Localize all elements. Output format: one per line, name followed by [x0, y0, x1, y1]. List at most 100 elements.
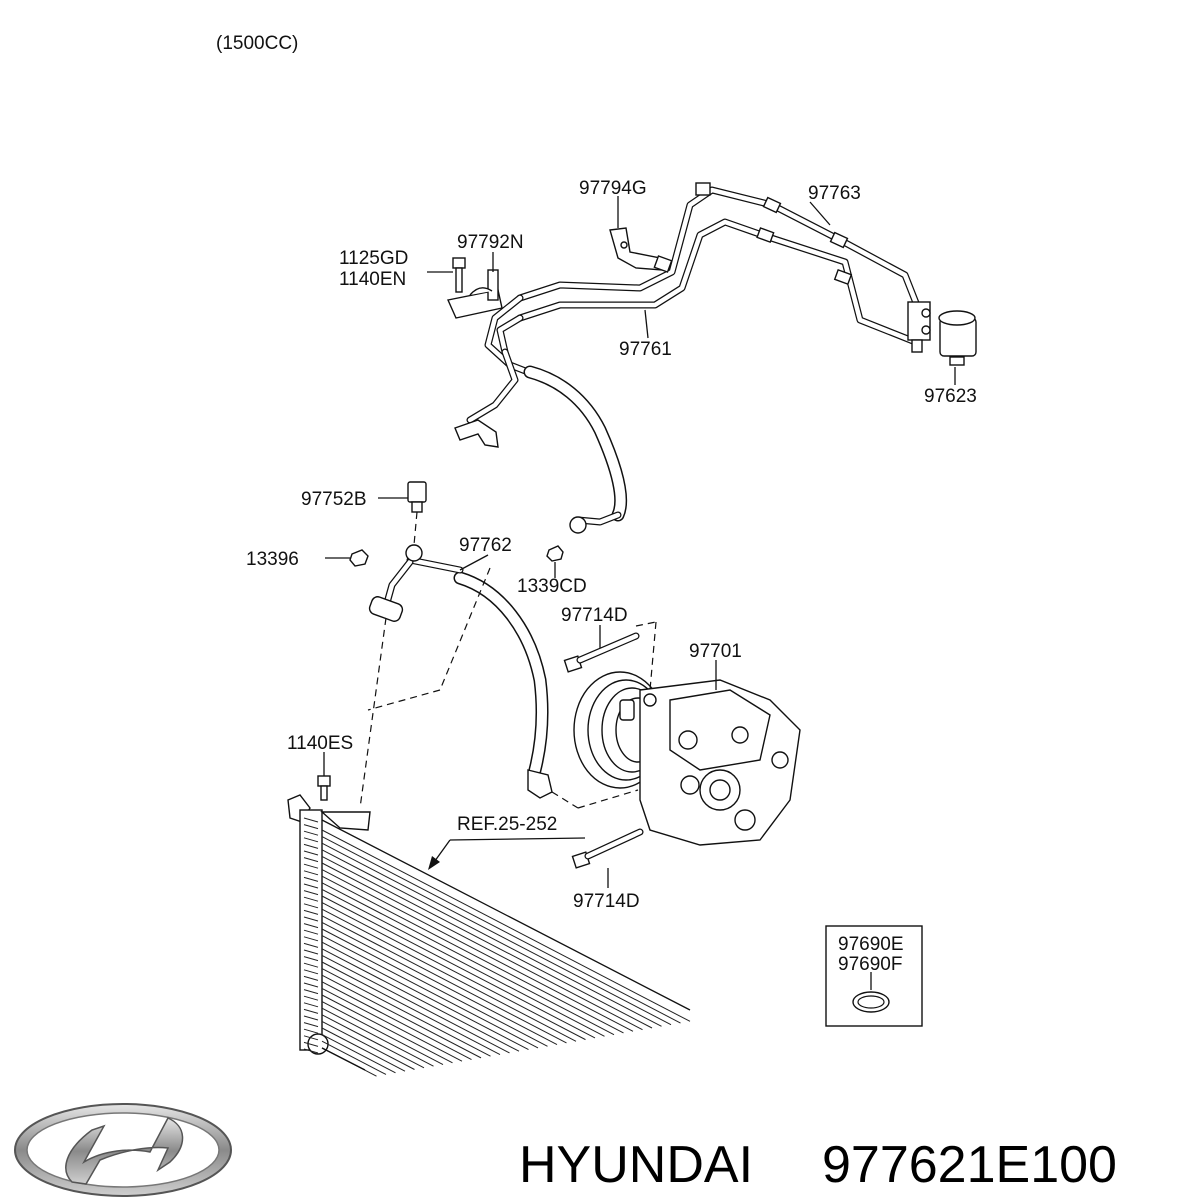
dash-liquid-line	[359, 617, 387, 809]
ref-arrow-icon	[428, 856, 440, 870]
condenser-tank-rib	[303, 936, 319, 942]
pressure-switch-97752B	[407, 481, 427, 513]
condenser-tank-rib	[303, 870, 319, 876]
dash-compressor-b	[577, 789, 639, 809]
condenser-tank-rib	[303, 1015, 319, 1021]
condenser-fin	[321, 961, 501, 1056]
condenser-tank-rib	[303, 995, 319, 1001]
condenser-tank-rib	[303, 982, 319, 988]
condenser-fin	[321, 836, 681, 1024]
leader-ref	[449, 837, 586, 841]
label-97762: 97762	[459, 535, 512, 556]
condenser-fin	[321, 882, 615, 1036]
label-97714D-top: 97714D	[561, 605, 628, 626]
oring-box	[825, 925, 923, 1027]
leader-97763	[809, 201, 831, 226]
condenser-tank-rib	[303, 890, 319, 896]
condenser	[287, 794, 691, 1077]
condenser-tank-rib	[303, 969, 319, 975]
condenser-tank-rib	[303, 975, 319, 981]
bolt-97714D-bottom	[571, 828, 644, 869]
condenser-tank-rib	[303, 817, 319, 823]
condenser-fin	[321, 842, 672, 1026]
condenser-tank-rib	[303, 1041, 319, 1047]
condenser-fin	[321, 855, 653, 1029]
oring-icon	[852, 991, 890, 1013]
condenser-fin	[321, 948, 520, 1052]
label-97792N: 97792N	[457, 232, 524, 253]
dash-compressor	[551, 791, 579, 809]
condenser-fin	[321, 829, 691, 1022]
dash-97762-a	[439, 567, 491, 691]
label-1125GD: 1125GD	[339, 248, 408, 269]
bolt-1125GD	[452, 257, 466, 293]
bolt-97714D-top	[563, 632, 640, 673]
label-97763: 97763	[808, 183, 861, 204]
bracket-97794G	[609, 227, 673, 273]
label-97714D-bottom: 97714D	[573, 891, 640, 912]
label-ref: REF.25-252	[457, 814, 557, 835]
expansion-valve-97623	[907, 301, 977, 366]
part-number: 977621E100	[822, 1136, 1117, 1194]
condenser-tank-rib	[303, 923, 319, 929]
suction-hose	[523, 365, 628, 534]
brand-name: HYUNDAI	[519, 1136, 753, 1194]
condenser-fin	[321, 895, 596, 1039]
condenser-fin	[321, 935, 539, 1049]
condenser-fin	[321, 1034, 396, 1074]
condenser-fin	[321, 908, 577, 1042]
condenser-tank-rib	[303, 949, 319, 955]
condenser-fin	[321, 987, 463, 1062]
condenser-fin	[321, 862, 643, 1031]
condenser-fin	[321, 915, 567, 1044]
condenser-fin	[321, 1027, 406, 1072]
hose-97761	[484, 186, 776, 376]
label-13396: 13396	[246, 549, 299, 570]
condenser-tank-rib	[303, 857, 319, 863]
dash-97752B	[413, 511, 418, 546]
condenser-tank-rib	[303, 929, 319, 935]
label-97690E: 97690E	[838, 934, 904, 955]
label-97794G: 97794G	[579, 178, 647, 199]
dash-bolt-top	[635, 621, 657, 627]
condenser-tank-rib	[303, 863, 319, 869]
condenser-tank-rib	[303, 830, 319, 836]
condenser-tank-rib	[303, 956, 319, 962]
condenser-fin	[321, 981, 472, 1060]
condenser-tank-rib	[303, 1028, 319, 1034]
condenser-tank-rib	[303, 1002, 319, 1008]
condenser-fin	[321, 888, 605, 1037]
condenser-tank-rib	[303, 876, 319, 882]
bolt-1140ES	[317, 775, 331, 801]
condenser-fin	[321, 968, 491, 1057]
condenser-tank-rib	[303, 903, 319, 909]
dash-97762-b	[367, 689, 441, 711]
nut-13396	[349, 549, 369, 567]
condenser-fin	[321, 1001, 444, 1065]
clamp-97792N	[447, 269, 503, 319]
condenser-tank-rib	[303, 916, 319, 922]
condenser-tank-rib	[303, 989, 319, 995]
label-97752B: 97752B	[301, 489, 367, 510]
condenser-tank-rib	[303, 1022, 319, 1028]
condenser-fin	[321, 849, 662, 1027]
hose-97762	[368, 544, 553, 799]
dash-bolt-top-b	[649, 621, 657, 691]
condenser-tank-rib	[303, 1008, 319, 1014]
condenser-fin	[321, 869, 634, 1032]
condenser-tank-rib	[303, 843, 319, 849]
condenser-tank-rib	[303, 909, 319, 915]
condenser-fin	[321, 974, 482, 1059]
condenser-tank-rib	[303, 1035, 319, 1041]
leader-97762	[459, 554, 489, 571]
condenser-fin	[321, 954, 510, 1054]
condenser-fin	[321, 1020, 415, 1070]
label-97761: 97761	[619, 339, 672, 360]
condenser-tank-rib	[303, 962, 319, 968]
label-97690F: 97690F	[838, 954, 902, 975]
condenser-tank-rib	[303, 837, 319, 843]
hyundai-logo	[14, 1103, 232, 1197]
condenser-tank-rib	[303, 883, 319, 889]
label-1140ES: 1140ES	[287, 733, 353, 754]
